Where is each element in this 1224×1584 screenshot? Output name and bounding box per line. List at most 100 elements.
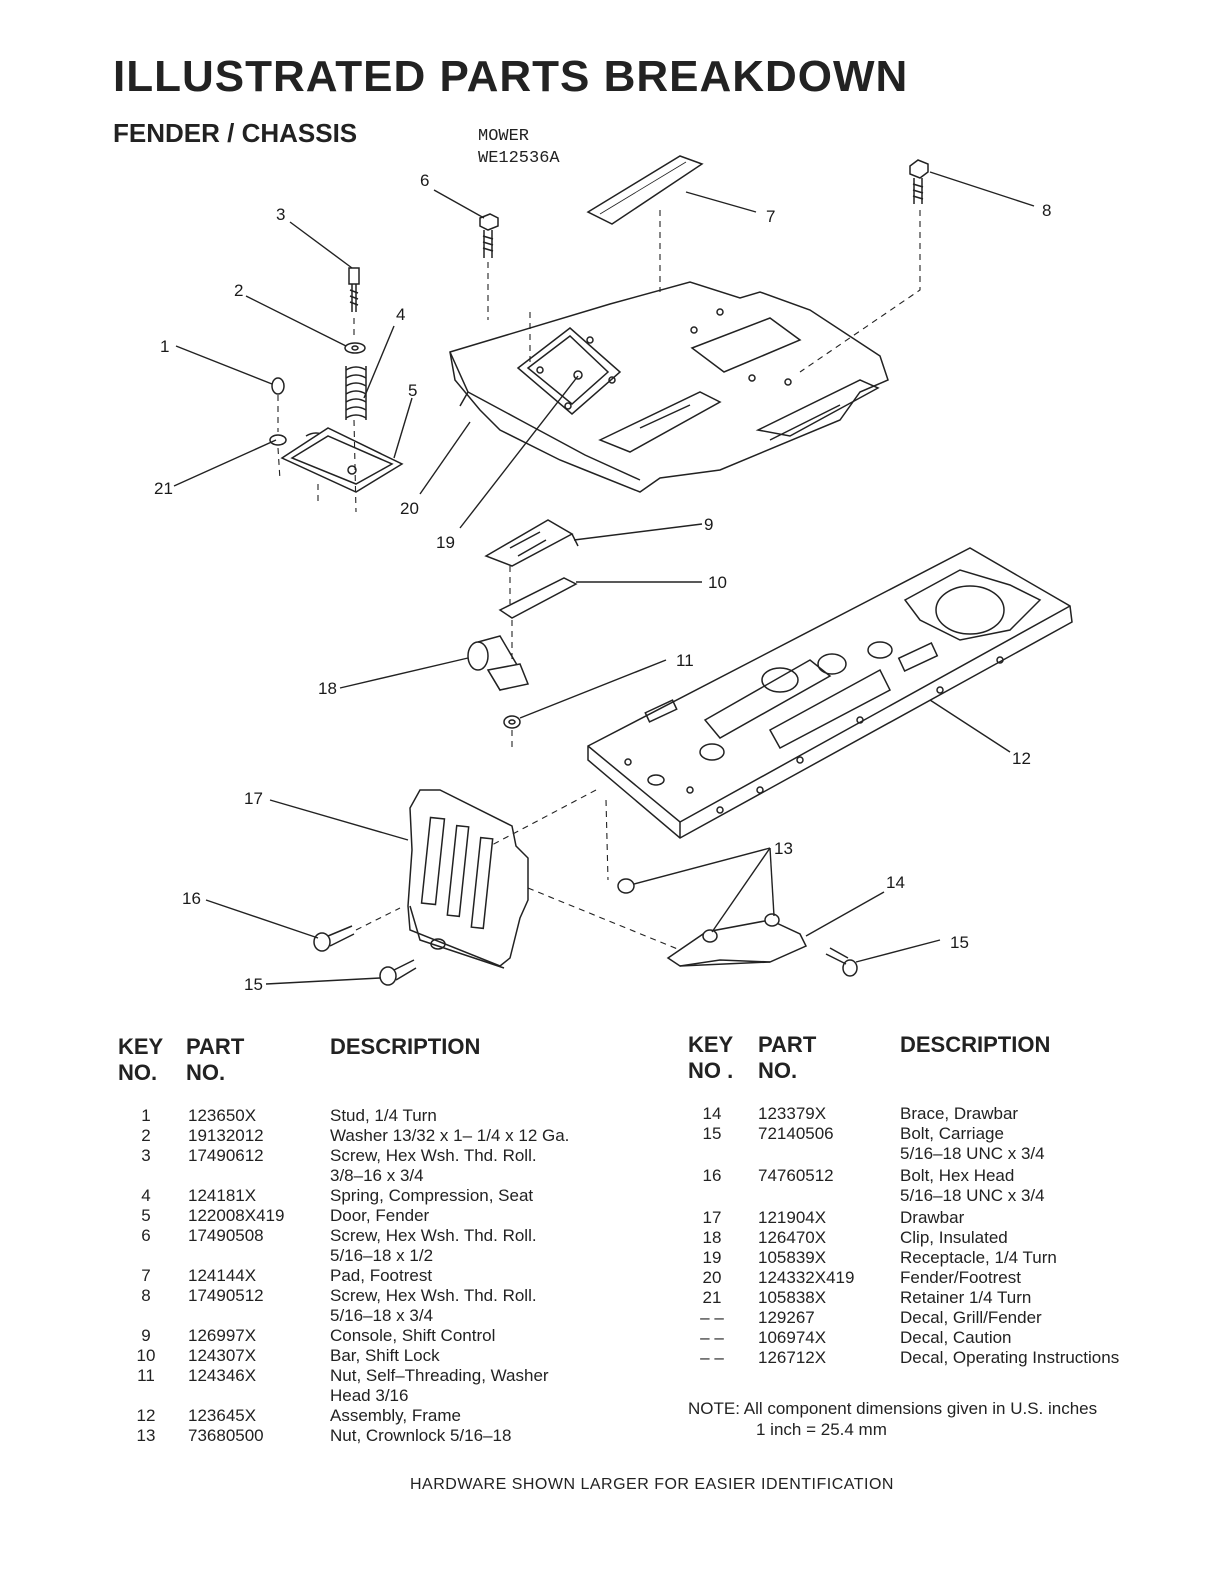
part-description: Door, Fender [330, 1206, 429, 1226]
key-number: – – [700, 1328, 724, 1347]
section-title: FENDER / CHASSIS [113, 118, 358, 148]
description-line: Head 3/16 [330, 1386, 409, 1405]
description-line: Nut, Crownlock 5/16–18 [330, 1426, 512, 1445]
part-description: Decal, Caution [900, 1328, 1012, 1348]
exploded-parts-diagram: 1 2 3 4 5 6 7 8 9 10 11 12 13 14 15 15 1… [154, 155, 1073, 994]
callout-11: 11 [676, 651, 694, 670]
part-description: Spring, Compression, Seat [330, 1186, 533, 1206]
callout-labels: 1 2 3 4 5 6 7 8 9 10 11 12 13 14 15 15 1… [154, 171, 1051, 994]
part-number: 126997X [188, 1326, 257, 1345]
seat-hardware [269, 267, 404, 493]
part-description: Drawbar [900, 1208, 964, 1228]
key-number: 20 [702, 1268, 722, 1287]
part-number: 17490612 [188, 1146, 264, 1165]
key-no-header-right: KEY NO . [688, 1032, 733, 1084]
part-number: 126470X [758, 1228, 827, 1247]
part-number: 123379X [758, 1104, 827, 1123]
part-number: 122008X419 [188, 1206, 285, 1225]
description-line: Receptacle, 1/4 Turn [900, 1248, 1057, 1267]
part-number: 124144X [188, 1266, 257, 1285]
callout-2: 2 [234, 281, 243, 300]
key-number: – – [700, 1308, 724, 1327]
description-line: 5/16–18 UNC x 3/4 [900, 1186, 1045, 1205]
part-number: 74760512 [758, 1166, 834, 1185]
callout-4: 4 [396, 305, 405, 324]
key-number: 1 [141, 1106, 151, 1125]
description-line: Screw, Hex Wsh. Thd. Roll. [330, 1286, 537, 1305]
part-row: 9 126997X Console, Shift Control [126, 1326, 646, 1346]
part-number: 123645X [188, 1406, 257, 1425]
key-header-right-line2: NO . [688, 1058, 734, 1083]
description-line: Retainer 1/4 Turn [900, 1288, 1032, 1307]
description-line: 5/16–18 x 1/2 [330, 1246, 434, 1265]
part-number: 126712X [758, 1348, 827, 1367]
description-line: Fender/Footrest [900, 1268, 1021, 1287]
callout-20: 20 [400, 499, 419, 518]
part-no-header: PART NO. [186, 1034, 244, 1086]
description-line: Stud, 1/4 Turn [330, 1106, 437, 1125]
part-description: Decal, Operating Instructions [900, 1348, 1119, 1368]
part-number: 124181X [188, 1186, 257, 1205]
callout-8: 8 [1042, 201, 1051, 220]
part-description: Washer 13/32 x 1– 1/4 x 12 Ga. [330, 1126, 569, 1146]
part-description: Screw, Hex Wsh. Thd. Roll.3/8–16 x 3/4 [330, 1146, 537, 1186]
key-number: 9 [141, 1326, 151, 1345]
description-line: Spring, Compression, Seat [330, 1186, 534, 1205]
part-number: 124346X [188, 1366, 257, 1385]
part-number: 72140506 [758, 1124, 834, 1143]
carriage-bolt-lower [379, 959, 417, 986]
callout-6: 6 [420, 171, 429, 190]
key-header-line1: KEY [118, 1034, 164, 1059]
description-line: Nut, Self–Threading, Washer [330, 1366, 549, 1385]
part-description: Nut, Crownlock 5/16–18 [330, 1426, 511, 1446]
description-line: Decal, Grill/Fender [900, 1308, 1042, 1327]
part-description: Decal, Grill/Fender [900, 1308, 1042, 1328]
key-number: 17 [702, 1208, 722, 1227]
callout-9: 9 [704, 515, 713, 534]
part-no-header-right: PART NO. [758, 1032, 816, 1084]
description-line: Brace, Drawbar [900, 1104, 1019, 1123]
part-description: Screw, Hex Wsh. Thd. Roll.5/16–18 x 3/4 [330, 1286, 537, 1326]
description-line: Clip, Insulated [900, 1228, 1008, 1247]
fender-footrest [449, 281, 889, 493]
key-number: 19 [702, 1248, 722, 1267]
leader-lines [173, 171, 1035, 985]
callout-14: 14 [886, 873, 905, 892]
key-header-line2: NO. [118, 1060, 158, 1085]
callout-13: 13 [774, 839, 793, 858]
part-description: Pad, Footrest [330, 1266, 432, 1286]
drawbar-brace [666, 913, 808, 967]
key-number: 3 [141, 1146, 151, 1165]
note-line-1: NOTE: All component dimensions given in … [688, 1399, 1098, 1418]
key-number: – – [700, 1348, 724, 1367]
description-line: Decal, Caution [900, 1328, 1012, 1347]
key-number: 18 [702, 1228, 722, 1247]
screw-8 [909, 159, 929, 204]
part-description: Console, Shift Control [330, 1326, 495, 1346]
description-line: Washer 13/32 x 1– 1/4 x 12 Ga. [330, 1126, 570, 1145]
part-header-right-line1: PART [758, 1032, 817, 1057]
description-line: 3/8–16 x 3/4 [330, 1166, 424, 1185]
part-row: 18 126470X Clip, Insulated [692, 1228, 1172, 1248]
part-description: Assembly, Frame [330, 1406, 461, 1426]
key-number: 6 [141, 1226, 151, 1245]
key-number: 7 [141, 1266, 151, 1285]
key-number: 5 [141, 1206, 151, 1225]
key-number: 21 [702, 1288, 722, 1307]
model-line-2: WE12536A [478, 149, 560, 168]
part-row: 3 17490612 Screw, Hex Wsh. Thd. Roll.3/8–1… [126, 1146, 646, 1186]
callout-15-right: 15 [950, 933, 969, 952]
callout-3: 3 [276, 205, 285, 224]
